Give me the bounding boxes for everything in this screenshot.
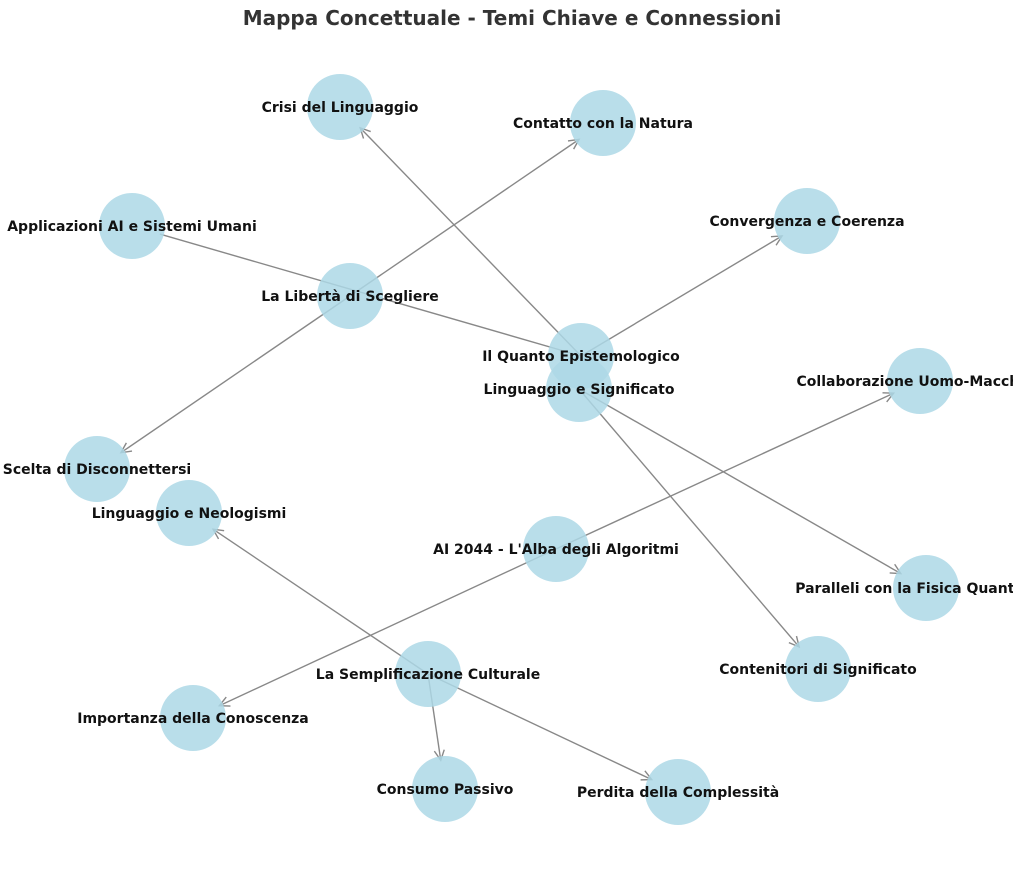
node-applicazioni[interactable]: [99, 193, 165, 259]
node-label-neologismi: Linguaggio e Neologismi: [92, 506, 287, 522]
node-label-quanto: Il Quanto Epistemologico: [482, 349, 680, 365]
node-natura[interactable]: [570, 90, 636, 156]
node-collaborazione[interactable]: [887, 348, 953, 414]
edge-quanto-crisi: [359, 127, 582, 357]
node-label-collaborazione: Collaborazione Uomo-Macchina: [797, 374, 1014, 390]
node-label-contenitori: Contenitori di Significato: [719, 662, 917, 678]
edge-liberta-disconnettersi: [120, 295, 351, 454]
node-label-paralleli: Paralleli con la Fisica Quantistica: [795, 581, 1013, 597]
node-label-semplificazione: La Semplificazione Culturale: [316, 667, 540, 683]
node-label-natura: Contatto con la Natura: [513, 116, 693, 132]
node-label-convergenza: Convergenza e Coerenza: [709, 214, 904, 230]
edge-liberta-natura: [349, 138, 580, 297]
edge-linguaggio_sig-paralleli: [578, 388, 902, 575]
node-label-liberta: La Libertà di Scegliere: [261, 289, 438, 305]
node-neologismi[interactable]: [156, 480, 222, 546]
edge-semplificazione-perdita: [427, 673, 653, 781]
node-label-ai2044: AI 2044 - L'Alba degli Algoritmi: [433, 542, 679, 558]
edge-layer: [119, 126, 903, 781]
node-label-conoscenza: Importanza della Conoscenza: [77, 711, 309, 727]
node-liberta[interactable]: [317, 263, 383, 329]
edge-quanto-convergenza: [580, 235, 783, 357]
edge-linguaggio_sig-contenitori: [578, 388, 800, 648]
node-label-consumo: Consumo Passivo: [377, 782, 514, 798]
node-linguaggio_sig[interactable]: [546, 356, 612, 422]
node-label-disconnettersi: Scelta di Disconnettersi: [3, 462, 191, 478]
node-perdita[interactable]: [645, 759, 711, 825]
node-crisi[interactable]: [307, 74, 373, 140]
node-label-crisi: Crisi del Linguaggio: [262, 100, 419, 116]
node-contenitori[interactable]: [785, 636, 851, 702]
node-consumo[interactable]: [412, 756, 478, 822]
edge-ai2044-conoscenza: [218, 548, 557, 707]
node-disconnettersi[interactable]: [64, 436, 130, 502]
node-paralleli[interactable]: [893, 555, 959, 621]
node-label-applicazioni: Applicazioni AI e Sistemi Umani: [7, 219, 257, 235]
node-label-perdita: Perdita della Complessità: [577, 785, 779, 801]
edge-ai2044-collaborazione: [555, 392, 894, 550]
node-ai2044[interactable]: [523, 516, 589, 582]
node-convergenza[interactable]: [774, 188, 840, 254]
diagram-title: Mappa Concettuale - Temi Chiave e Connes…: [242, 6, 782, 30]
node-semplificazione[interactable]: [395, 641, 461, 707]
node-label-linguaggio_sig: Linguaggio e Significato: [484, 382, 675, 398]
edge-semplificazione-neologismi: [212, 528, 429, 675]
node-conoscenza[interactable]: [160, 685, 226, 751]
node-layer: [64, 74, 959, 825]
